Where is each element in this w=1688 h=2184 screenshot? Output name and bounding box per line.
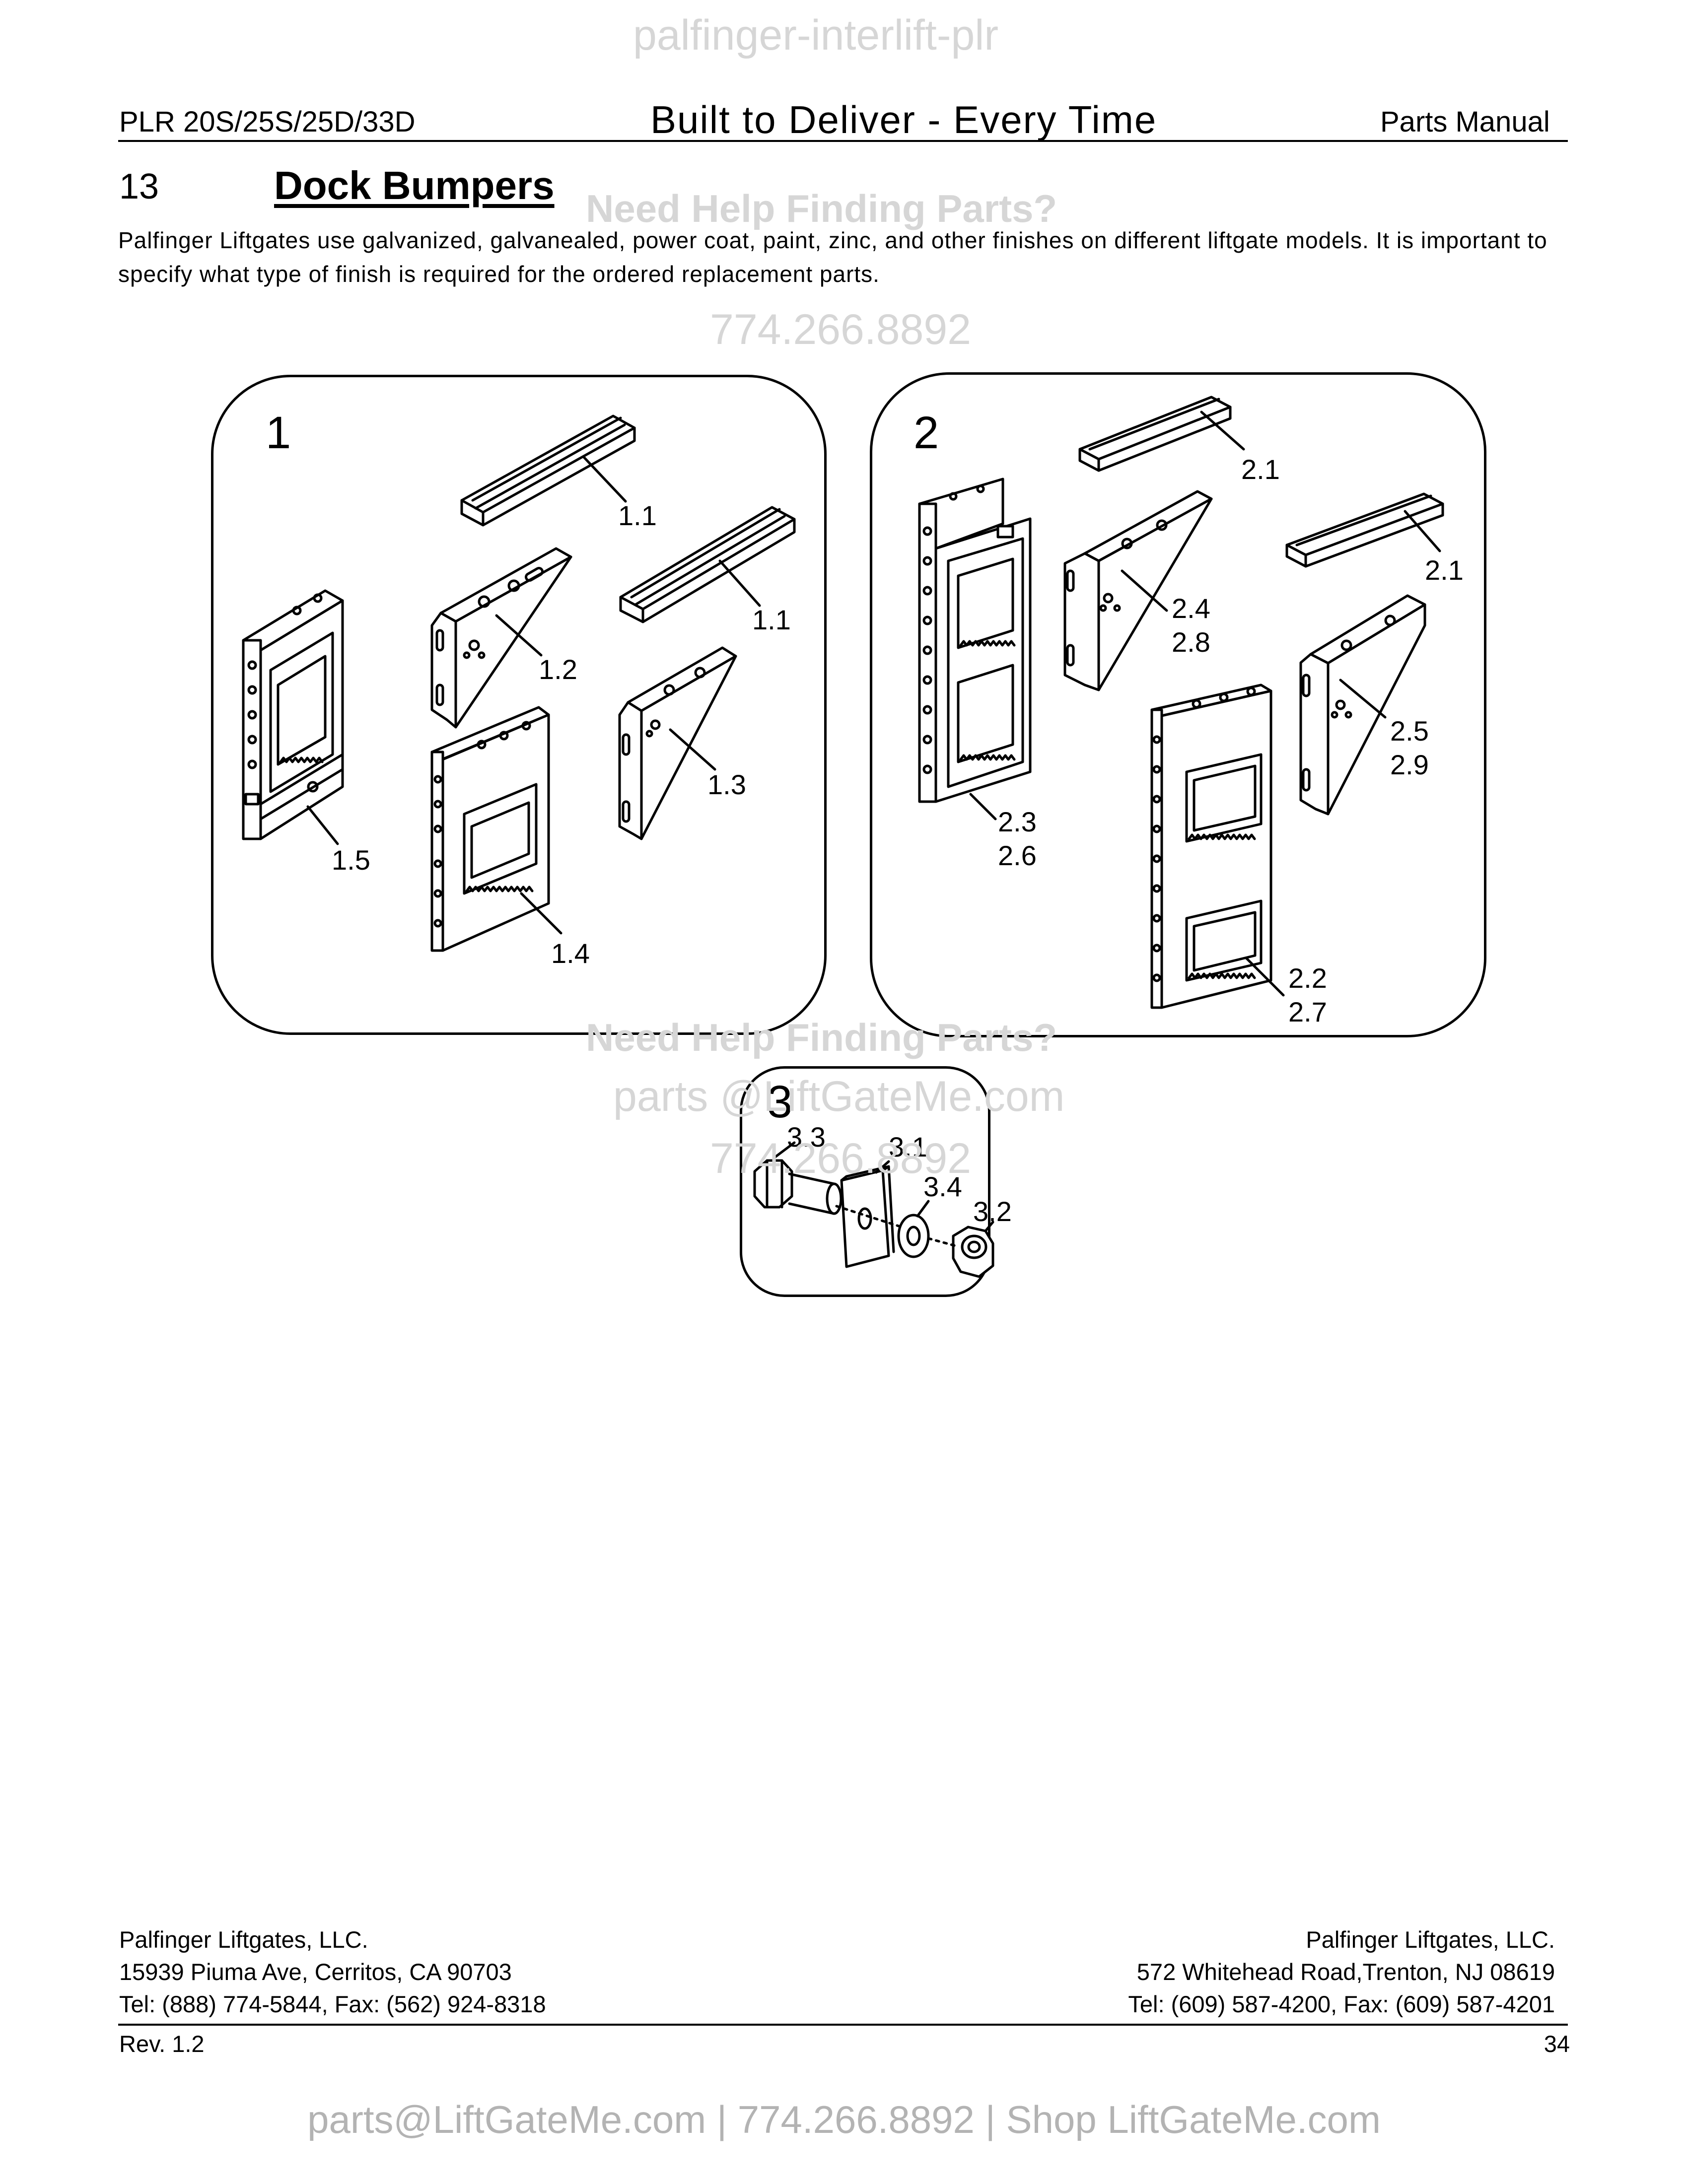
callout-2-9: 2.9 bbox=[1390, 749, 1429, 780]
part-3-2-nut bbox=[952, 1226, 994, 1278]
part-1-5-assembly bbox=[242, 589, 344, 840]
part-3-4-washer bbox=[897, 1214, 930, 1258]
part-3-1-square-washer bbox=[840, 1165, 895, 1268]
part-1-4-plate bbox=[430, 706, 550, 952]
footer-right-company: Palfinger Liftgates, LLC. bbox=[1306, 1926, 1555, 1953]
leader-1-4 bbox=[520, 892, 563, 935]
leader-3-3 bbox=[773, 1141, 796, 1159]
header-tagline: Built to Deliver - Every Time bbox=[650, 98, 1157, 141]
callout-3-4: 3.4 bbox=[923, 1171, 962, 1202]
leader-2-1a bbox=[1200, 410, 1245, 451]
header-manual-type: Parts Manual bbox=[1380, 106, 1550, 138]
callout-2-3: 2.3 bbox=[998, 806, 1037, 837]
part-2-3-assembly bbox=[918, 478, 1032, 803]
leader-2-2 bbox=[1245, 956, 1285, 997]
leader-3-4 bbox=[916, 1200, 930, 1218]
part-2-5-bracket bbox=[1299, 594, 1426, 816]
footer-revision: Rev. 1.2 bbox=[119, 2031, 205, 2057]
section-intro: Palfinger Liftgates use galvanized, galv… bbox=[118, 227, 1547, 287]
page-number: 34 bbox=[1544, 2031, 1570, 2057]
callout-2-8: 2.8 bbox=[1172, 626, 1210, 658]
panel-1-number: 1 bbox=[266, 408, 291, 458]
part-2-4-bracket bbox=[1063, 490, 1213, 691]
callout-1-1b: 1.1 bbox=[752, 604, 791, 635]
callout-1-2: 1.2 bbox=[539, 654, 577, 685]
leader-2-4 bbox=[1121, 569, 1168, 612]
callout-2-5: 2.5 bbox=[1390, 715, 1429, 747]
callout-2-6: 2.6 bbox=[998, 840, 1037, 871]
leader-2-1b bbox=[1404, 510, 1441, 552]
watermark-top: palfinger-interlift-plr bbox=[633, 11, 999, 59]
bolt-axis-2 bbox=[927, 1237, 957, 1247]
watermark-phone-2: 774.266.8892 bbox=[710, 1135, 972, 1182]
section-title: Dock Bumpers bbox=[274, 163, 555, 207]
callout-3-3: 3.3 bbox=[787, 1121, 826, 1153]
part-2-1-channel-lower bbox=[1285, 492, 1444, 568]
callout-2-4: 2.4 bbox=[1172, 593, 1210, 624]
callout-2-1b: 2.1 bbox=[1425, 554, 1464, 586]
watermark-help-1: Need Help Finding Parts? bbox=[586, 187, 1057, 230]
panel-3-number: 3 bbox=[767, 1077, 793, 1127]
callout-1-1a: 1.1 bbox=[618, 500, 657, 531]
footer-right-address: 572 Whitehead Road,Trenton, NJ 08619 bbox=[1136, 1959, 1555, 1985]
watermark-phone-1: 774.266.8892 bbox=[710, 306, 972, 353]
part-2-1-channel-upper bbox=[1078, 396, 1232, 472]
leader-1-1a bbox=[582, 455, 627, 503]
contact-link-bar[interactable]: parts@LiftGateMe.com | 774.266.8892 | Sh… bbox=[307, 2098, 1381, 2141]
leader-3-2 bbox=[984, 1221, 994, 1232]
watermark-email-2: parts @LiftGateMe.com bbox=[613, 1073, 1065, 1120]
footer-right-phone: Tel: (609) 587-4200, Fax: (609) 587-4201 bbox=[1128, 1991, 1555, 2017]
callout-1-4: 1.4 bbox=[551, 938, 590, 969]
leader-1-3 bbox=[669, 728, 716, 771]
callout-1-5: 1.5 bbox=[332, 844, 370, 876]
panel-2-number: 2 bbox=[914, 408, 939, 458]
callout-2-2: 2.2 bbox=[1288, 962, 1327, 994]
part-1-1-channel-lower bbox=[619, 506, 796, 623]
leader-2-3 bbox=[969, 793, 997, 820]
bolt-axis-1 bbox=[835, 1205, 900, 1228]
leader-1-2 bbox=[495, 614, 543, 657]
leader-1-5 bbox=[306, 805, 339, 845]
callout-3-2: 3.2 bbox=[973, 1196, 1012, 1227]
callout-2-1a: 2.1 bbox=[1241, 454, 1280, 485]
callout-2-7: 2.7 bbox=[1288, 996, 1327, 1027]
section-number: 13 bbox=[119, 167, 159, 206]
leader-1-1b bbox=[718, 559, 761, 607]
leader-2-5 bbox=[1339, 679, 1387, 719]
footer-left-phone: Tel: (888) 774-5844, Fax: (562) 924-8318 bbox=[119, 1991, 546, 2017]
part-1-3-bracket bbox=[618, 646, 737, 840]
leader-3-1 bbox=[875, 1160, 890, 1174]
header-rule bbox=[118, 140, 1568, 142]
part-2-2-plate bbox=[1150, 683, 1272, 1009]
callout-3-1: 3.1 bbox=[889, 1131, 927, 1162]
watermark-help-2: Need Help Finding Parts? bbox=[586, 1016, 1057, 1059]
footer-left-company: Palfinger Liftgates, LLC. bbox=[119, 1926, 368, 1953]
footer-left-address: 15939 Piuma Ave, Cerritos, CA 90703 bbox=[119, 1959, 512, 1985]
part-1-1-channel-upper bbox=[460, 414, 636, 527]
header-model: PLR 20S/25S/25D/33D bbox=[119, 106, 416, 138]
callout-1-3: 1.3 bbox=[707, 769, 746, 800]
footer-rule bbox=[118, 2024, 1568, 2026]
part-1-2-bracket bbox=[430, 547, 572, 729]
